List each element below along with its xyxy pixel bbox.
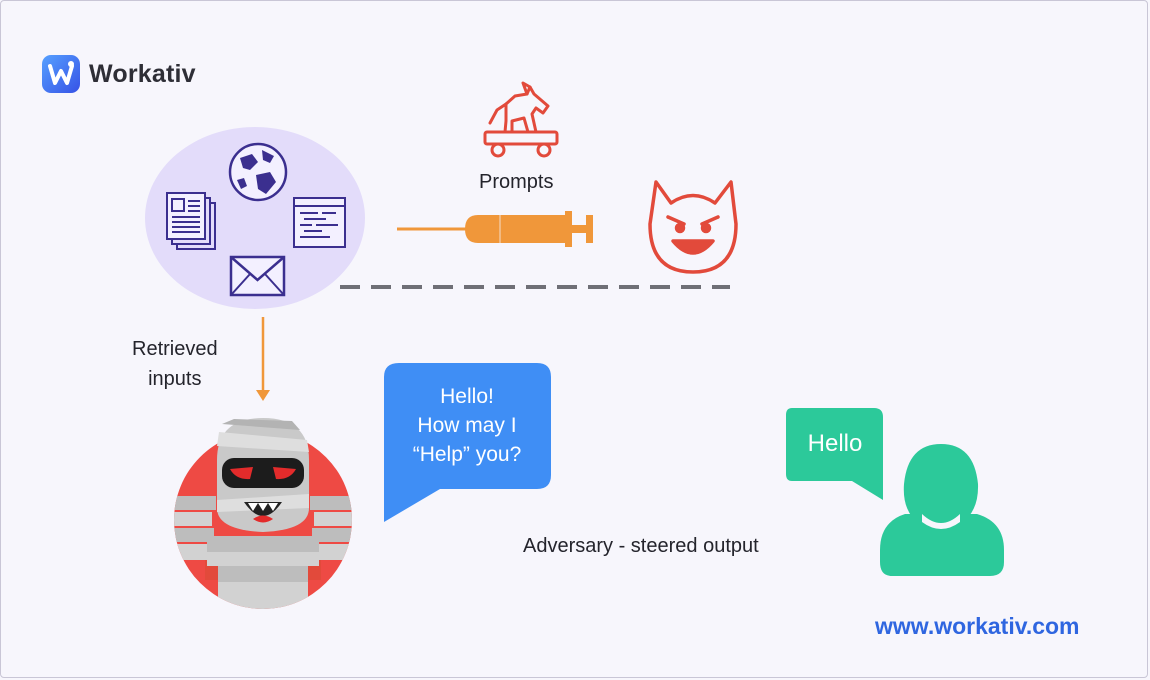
retrieved-inputs-label: Retrieved inputs <box>132 338 218 390</box>
trojan-horse-icon <box>483 81 559 158</box>
globe-icon <box>228 142 288 202</box>
assistant-speech-bubble <box>384 363 551 522</box>
user-message: Hello <box>807 430 863 457</box>
user-icon <box>880 444 1004 576</box>
prompts-label: Prompts <box>479 171 554 193</box>
user-speech-bubble <box>786 408 883 500</box>
retrieved-arrow <box>256 317 270 401</box>
code-window-icon <box>293 197 346 248</box>
sources-blob <box>145 127 365 309</box>
workativ-logo-icon <box>42 55 80 93</box>
assistant-message: Hello! How may I “Help” you? <box>412 385 522 466</box>
website-link[interactable]: www.workativ.com <box>875 613 1080 639</box>
syringe-icon <box>465 211 593 247</box>
newspaper-icon <box>166 192 216 250</box>
envelope-icon <box>229 255 286 297</box>
adversary-output-label: Adversary - steered output <box>523 535 759 557</box>
devil-face-icon <box>648 180 738 274</box>
brand-name: Workativ <box>89 59 196 88</box>
brand-logo: Workativ <box>42 55 196 93</box>
compromised-robot-icon <box>174 418 352 609</box>
